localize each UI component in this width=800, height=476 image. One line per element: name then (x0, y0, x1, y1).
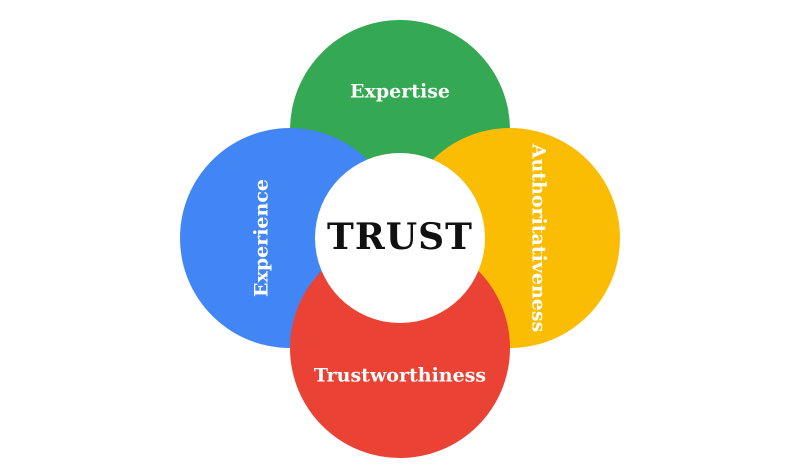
authoritativeness-label: Authoritativeness (527, 143, 550, 333)
expertise-label: Expertise (350, 80, 450, 103)
experience-label: Experience (250, 179, 273, 297)
trust-center-circle (315, 153, 485, 323)
trust-center-label: TRUST (327, 216, 473, 258)
trustworthiness-label: Trustworthiness (313, 364, 487, 387)
